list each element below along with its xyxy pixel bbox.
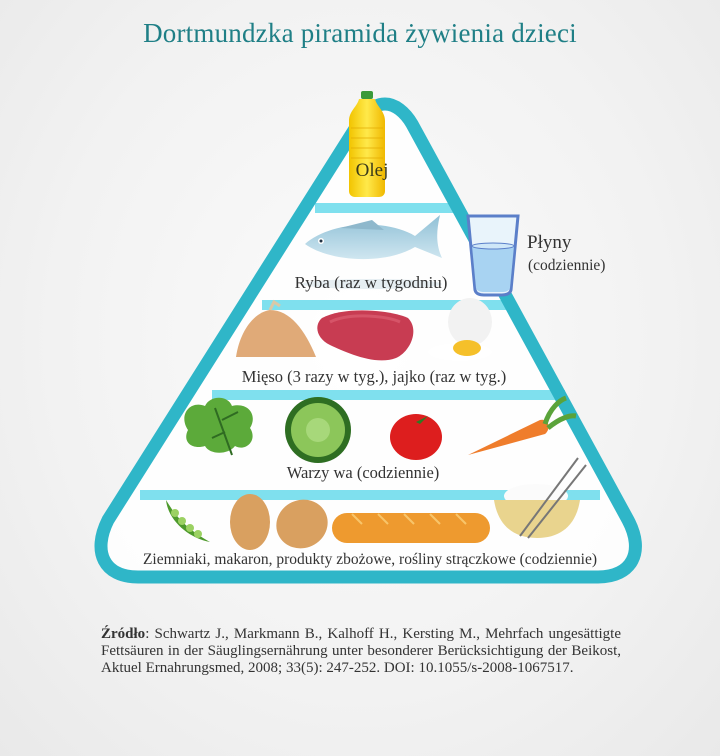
fluids-label: Płyny — [527, 232, 572, 253]
peas-icon — [166, 500, 210, 542]
tier-label-meat-egg: Mięso (3 razy w tyg.), jajko (raz w tyg.… — [241, 367, 507, 386]
baguette-icon — [332, 513, 490, 543]
source-text: : Schwartz J., Markmann B., Kalhoff H., … — [101, 626, 621, 676]
tier-dividers — [140, 203, 600, 500]
fish-icon — [302, 215, 442, 289]
cucumber-icon — [285, 397, 351, 463]
fluids-sublabel: (codziennie) — [528, 257, 606, 274]
potatoes-icon — [230, 494, 328, 550]
water-glass-icon — [466, 214, 520, 297]
tier-label-vegetables: Warzy wa (codziennie) — [286, 463, 440, 482]
tomato-icon — [390, 414, 442, 460]
egg-icon — [428, 298, 492, 361]
chicken-icon — [236, 299, 316, 357]
steak-icon — [317, 310, 414, 361]
source-prefix: Źródło — [101, 626, 146, 642]
page-title: Dortmundzka piramida żywienia dzieci — [143, 18, 577, 48]
rice-bowl-icon — [494, 457, 587, 539]
tier-label-oil: Olej — [355, 160, 389, 181]
lettuce-icon — [184, 397, 253, 456]
carrot-icon — [468, 395, 577, 455]
source-citation: Źródło: Schwartz J., Markmann B., Kalhof… — [101, 626, 621, 677]
tier-label-fish: Ryba (raz w tygodniu) — [294, 273, 448, 292]
tier-label-starches: Ziemniaki, makaron, produkty zbożowe, ro… — [142, 551, 598, 568]
oil-bottle-icon — [349, 91, 385, 197]
